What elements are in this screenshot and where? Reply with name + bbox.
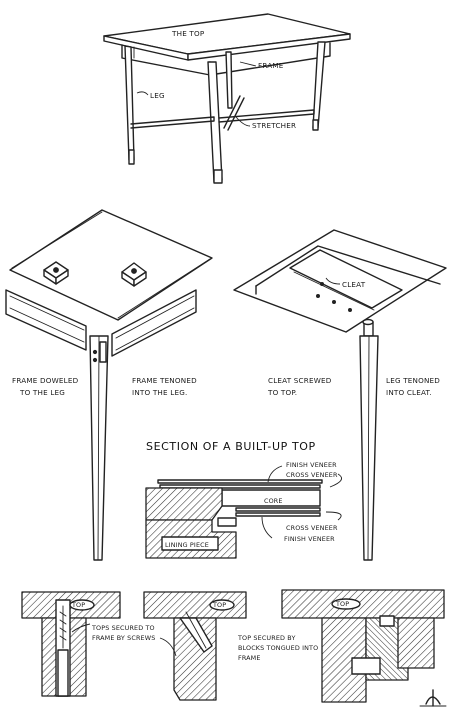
label-leg: LEG — [150, 91, 165, 100]
label-frame: FRAME — [258, 61, 284, 70]
label-finish-veneer-top: FINISH VENEER — [286, 461, 337, 469]
label-lining-piece: LINING PIECE — [165, 541, 209, 549]
label-stretcher: STRETCHER — [252, 121, 296, 130]
label-cross-veneer-top: CROSS VENEER — [286, 471, 338, 479]
label-top-1: TOP — [71, 601, 85, 609]
caption-cleat-2: TO TOP. — [267, 388, 297, 397]
label-cleat: CLEAT — [342, 280, 366, 289]
section-screws-1: TOP — [21, 591, 121, 697]
caption-leg-cleat-2: INTO CLEAT. — [386, 388, 432, 397]
dowel-socket-1 — [43, 261, 69, 285]
artist-monogram — [419, 689, 447, 707]
caption-blocks-3: FRAME — [238, 654, 261, 662]
caption-doweled-1: FRAME DOWELED — [12, 376, 79, 385]
table-perspective-drawing: THE TOP FRAME LEG STRETCHER — [103, 13, 351, 184]
label-top-3: TOP — [335, 600, 349, 608]
caption-leg-cleat-1: LEG TENONED — [386, 376, 440, 385]
section-screws-2: TOP — [143, 591, 247, 701]
dowel-socket-2 — [121, 262, 147, 287]
frame-leg-joint-drawing: FRAME DOWELED TO THE LEG FRAME TENONED I… — [5, 209, 213, 561]
label-finish-veneer-bottom: FINISH VENEER — [284, 535, 335, 543]
caption-tenoned-1: FRAME TENONED — [132, 376, 197, 385]
caption-tenoned-2: INTO THE LEG. — [132, 388, 187, 397]
caption-blocks-2: BLOCKS TONGUED INTO — [238, 644, 318, 652]
cleat-leg-drawing: CLEAT CLEAT SCREWED TO TOP. LEG TENONED … — [233, 229, 447, 561]
label-top-2: TOP — [212, 601, 226, 609]
built-up-top-section: SECTION OF A BUILT-UP TOP CORE LINING PI… — [145, 440, 343, 559]
leg-front-right — [207, 61, 223, 184]
label-the-top: THE TOP — [171, 29, 205, 38]
leg-front-left — [124, 45, 135, 165]
leg-back-right — [312, 41, 326, 131]
caption-cleat-1: CLEAT SCREWED — [268, 376, 332, 385]
caption-screws-1: TOPS SECURED TO — [91, 624, 155, 632]
caption-blocks-1: TOP SECURED BY — [237, 634, 296, 642]
label-core: CORE — [264, 497, 283, 505]
caption-doweled-2: TO THE LEG — [19, 388, 65, 397]
fastening-sections: TOP TOP TOPS SECURED TO FRAME BY SCREWS … — [21, 589, 447, 707]
section-title: SECTION OF A BUILT-UP TOP — [146, 440, 316, 453]
caption-screws-2: FRAME BY SCREWS — [92, 634, 155, 642]
leg-back-left — [225, 51, 233, 109]
section-blocks: TOP — [281, 589, 445, 703]
label-cross-veneer-bottom: CROSS VENEER — [286, 524, 338, 532]
